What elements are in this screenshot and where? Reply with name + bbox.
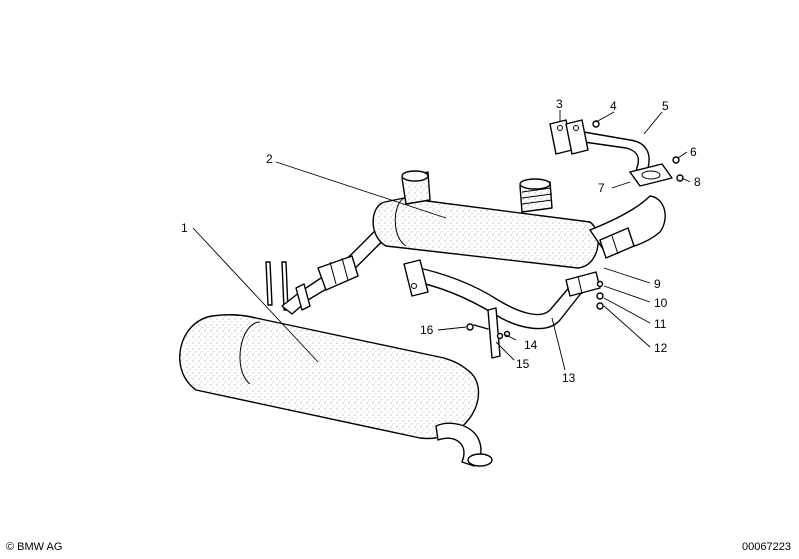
callout-2: 2	[266, 152, 273, 166]
callout-8: 8	[694, 175, 701, 189]
callout-6: 6	[690, 145, 697, 159]
leader-lines	[192, 110, 691, 371]
callout-1: 1	[181, 221, 188, 235]
callout-4: 4	[610, 99, 617, 113]
middle-pipe	[403, 259, 601, 330]
front-pipe-right	[589, 195, 666, 259]
copyright-label: © BMW AG	[6, 541, 63, 553]
document-number: 00067223	[742, 541, 791, 553]
rear-bracket	[487, 307, 501, 359]
callout-12: 12	[654, 341, 668, 355]
connecting-pipe-left	[281, 227, 387, 315]
hanger-tubes	[265, 261, 289, 311]
front-silencer	[372, 170, 599, 269]
callout-11: 11	[654, 317, 667, 331]
callout-7: 7	[598, 181, 605, 195]
hardware	[466, 120, 684, 340]
rear-silencer	[179, 313, 493, 467]
callout-9: 9	[654, 277, 661, 291]
callout-labels: 1 2 3 4 5 6 7 8 9 10 11 12 13 14 15 16	[181, 97, 701, 385]
callout-5: 5	[662, 99, 669, 113]
callout-3: 3	[556, 97, 563, 111]
callout-10: 10	[654, 296, 668, 310]
callout-13: 13	[562, 371, 576, 385]
callout-15: 15	[516, 357, 530, 371]
callout-14: 14	[524, 338, 538, 352]
callout-16: 16	[420, 323, 434, 337]
manifold-pipe	[549, 119, 673, 187]
